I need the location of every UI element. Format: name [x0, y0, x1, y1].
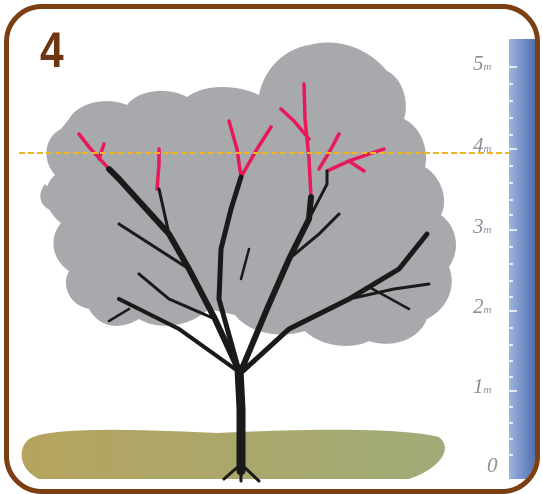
scale-label-3m: 3m [473, 214, 492, 238]
illustration-frame: 4 5m 4m 3m 2m 1m 0 [4, 4, 540, 494]
ruler-ticks [509, 66, 517, 456]
scale-label-1m: 1m [473, 374, 492, 398]
scale-label-2m: 2m [473, 294, 492, 318]
step-number: 4 [40, 22, 64, 78]
height-ruler [509, 39, 535, 479]
scale-label-0: 0 [487, 453, 498, 477]
scale-label-4m: 4m [473, 133, 492, 157]
scale-label-5m: 5m [473, 51, 492, 75]
tree-canopy [40, 42, 456, 346]
pruning-illustration [19, 39, 535, 483]
ground-patch [21, 429, 445, 479]
pruned-branches [77, 82, 386, 199]
tree-branches [106, 166, 431, 483]
